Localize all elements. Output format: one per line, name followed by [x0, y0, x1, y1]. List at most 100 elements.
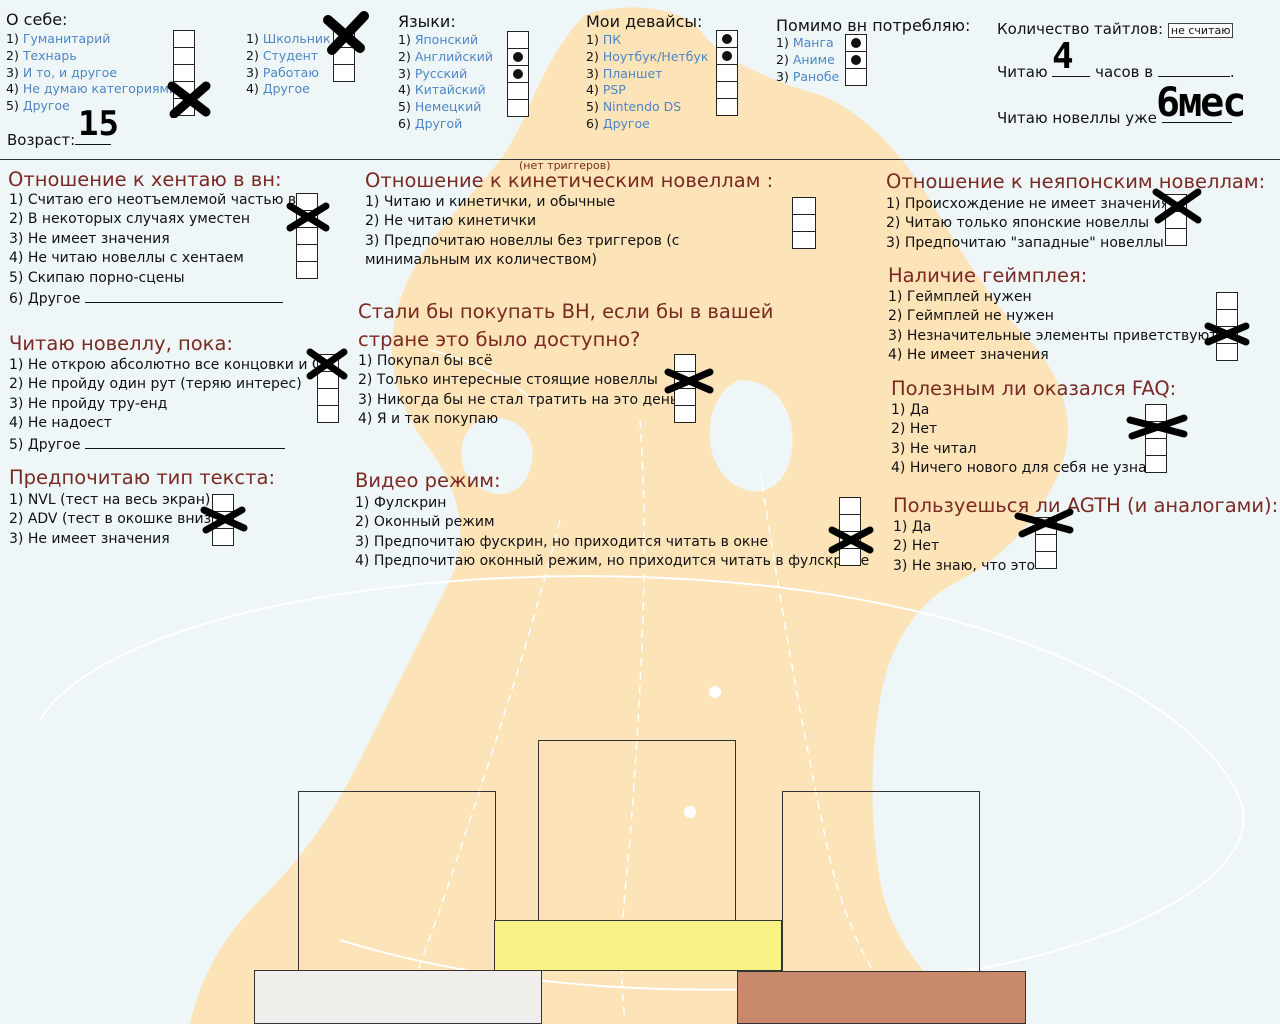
list-item: 2) ADV (тест в окошке внизу): [9, 511, 225, 528]
consume-checkboxes: [845, 34, 867, 86]
list-item: 3) Не имеет значения: [9, 230, 170, 247]
agth-list: 1) Да 2) Нет 3) Не знаю, что это: [893, 518, 1035, 576]
checkbox[interactable]: [716, 98, 738, 116]
list-item: 2) Нет: [891, 421, 938, 438]
list-item: 1) Гуманитарий: [6, 31, 111, 46]
list-item: 2) Аниме: [776, 51, 835, 67]
checkbox[interactable]: [1216, 292, 1238, 310]
checkbox[interactable]: [507, 99, 529, 117]
read-mid: часов в: [1095, 63, 1154, 81]
checkbox[interactable]: [1216, 343, 1238, 361]
checkbox-checked[interactable]: [507, 65, 529, 83]
list-item: 3) Не пройду тру-енд: [9, 395, 168, 412]
checkbox[interactable]: [792, 197, 816, 215]
read-end: .: [1229, 63, 1235, 81]
list-item: 2) Геймплей не нужен: [888, 308, 1054, 325]
checkbox[interactable]: [1145, 455, 1167, 473]
list-item: 3) Незначительные элементы приветствуютс…: [888, 327, 1234, 344]
list-item: 6) Другой: [398, 115, 463, 131]
grey-block: [254, 970, 542, 1024]
nonjapanese-title: Отношение к неяпонским новеллам:: [886, 170, 1266, 193]
checkbox[interactable]: [1035, 551, 1057, 569]
list-item: 1) ПК: [586, 32, 622, 47]
devices-checkboxes: [716, 30, 738, 116]
checkbox-checked[interactable]: [845, 34, 867, 52]
video-list: 1) Фулскрин 2) Оконный режим 3) Предпочи…: [355, 494, 869, 572]
list-item: 1) Происхождение не имеет значения: [886, 196, 1170, 212]
buy-title: Стали бы покупать ВН, если бы в вашей ст…: [358, 300, 774, 351]
list-item: 2) Ноутбук/Нетбук: [586, 48, 709, 64]
list-item: 2) Студент: [246, 47, 319, 63]
hentai-title: Отношение к хентаю в вн:: [8, 168, 282, 191]
checkbox[interactable]: [296, 244, 318, 262]
checkbox[interactable]: [212, 528, 234, 546]
list-item: 4) Ничего нового для себя не узнал: [891, 460, 1156, 477]
empty-frame-left: [298, 791, 496, 971]
cross-mark-icon: [664, 368, 714, 394]
age-label: Возраст:: [7, 131, 76, 149]
checkbox[interactable]: [716, 81, 738, 99]
list-item: 3) И то, и другое: [6, 64, 118, 80]
checkbox[interactable]: [173, 47, 195, 65]
about-title: О себе:: [6, 10, 68, 29]
checkbox-checked[interactable]: [845, 51, 867, 69]
checkbox[interactable]: [839, 548, 861, 566]
buy-checkboxes: [674, 354, 696, 423]
checkbox[interactable]: [296, 261, 318, 279]
list-item: 2) Только интересные стоящие новеллы: [358, 372, 658, 389]
faq-list: 1) Да 2) Нет 3) Не читал 4) Ничего новог…: [891, 401, 1156, 479]
brown-block: [737, 971, 1026, 1024]
empty-frame-right: [782, 791, 980, 972]
languages-title: Языки:: [398, 12, 456, 31]
status-list: 1) Школьник 2) Студент 3) Работаю 4) Дру…: [246, 31, 331, 98]
checkbox[interactable]: [507, 31, 529, 49]
checkbox[interactable]: [317, 405, 339, 423]
checkbox[interactable]: [333, 64, 355, 82]
readuntil-list: 1) Не открою абсолютно все концовки и CG…: [9, 356, 333, 455]
list-item: 3) Работаю: [246, 64, 319, 80]
checkbox-checked[interactable]: [716, 30, 738, 48]
list-item: 4) Не имеет значения: [888, 347, 1049, 364]
list-item: 3) Предпочитаю "западные" новеллы: [886, 234, 1164, 251]
checkbox[interactable]: [507, 82, 529, 100]
checkbox[interactable]: [839, 497, 861, 515]
cross-mark-icon: [1126, 414, 1188, 440]
texttype-title: Предпочитаю тип текста:: [9, 466, 276, 489]
list-item: 2) Читаю только японские новеллы: [886, 215, 1150, 232]
list-item: 2) Не пройду один рут (теряю интерес): [9, 376, 302, 393]
checkbox-checked[interactable]: [507, 48, 529, 66]
list-item: 3) Не знаю, что это: [893, 557, 1036, 574]
checkbox[interactable]: [173, 30, 195, 48]
list-item: 4) Другое: [246, 81, 310, 97]
yellow-block: [494, 920, 782, 971]
checkbox[interactable]: [716, 64, 738, 82]
list-item: 5) Немецкий: [398, 99, 482, 115]
list-item: 1) NVL (тест на весь экран): [9, 492, 211, 508]
checkbox-checked[interactable]: [716, 47, 738, 65]
readuntil-title: Читаю новеллу, пока:: [9, 332, 233, 355]
since-label: Читаю новеллы уже: [997, 109, 1157, 127]
cross-mark-icon: [1014, 508, 1074, 538]
list-item: 4) Не читаю новеллы с хентаем: [9, 250, 244, 267]
kinetic-list: 1) Читаю и кинетички, и обычные 2) Не чи…: [365, 193, 785, 271]
list-item: 5) Nintendo DS: [586, 99, 682, 115]
nonjapanese-list: 1) Происхождение не имеет значения 2) Чи…: [886, 195, 1169, 253]
list-item: 1) Да: [891, 402, 930, 418]
list-item: 4) Не надоест: [9, 415, 112, 432]
checkbox[interactable]: [792, 231, 816, 249]
about-list: 1) Гуманитарий 2) Технарь 3) И то, и дру…: [6, 31, 177, 115]
titles-count-value[interactable]: не считаю: [1167, 23, 1234, 38]
checkbox[interactable]: [317, 388, 339, 406]
checkbox[interactable]: [845, 68, 867, 86]
checkbox[interactable]: [674, 405, 696, 423]
checkbox[interactable]: [1165, 228, 1187, 246]
devices-title: Мои девайсы:: [586, 12, 703, 31]
list-item: 6) Другое: [586, 115, 650, 131]
read-hours-row: Читаю часов в .: [997, 62, 1235, 81]
cross-mark-icon: [306, 348, 348, 380]
list-item: 3) Предпочитаю фускрин, но приходится чи…: [355, 533, 769, 550]
checkbox[interactable]: [792, 214, 816, 232]
list-item: 5) Другое: [9, 434, 333, 455]
age-value: 15: [78, 104, 119, 144]
